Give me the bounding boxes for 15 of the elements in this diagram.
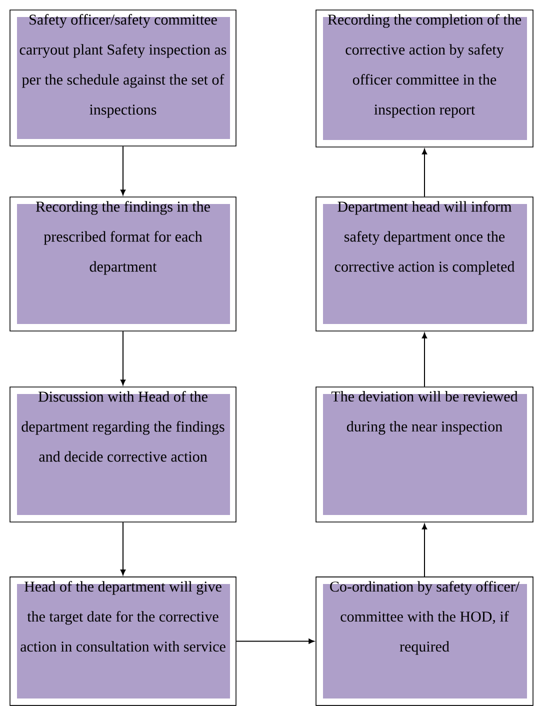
process-box: Safety officer/safety committee carryout plant Safety inspection as per the schedule against the set of inspections (10, 10, 236, 146)
arrow (236, 638, 314, 644)
process-box: Co-ordination by safety officer/ committee with the HOD, if required (316, 576, 534, 706)
process-box: The deviation will be reviewed during the near inspection (316, 386, 534, 522)
process-box: Department head will inform safety department once the corrective action is completed (316, 196, 534, 332)
arrow (120, 330, 126, 386)
arrow (422, 148, 428, 198)
arrow (422, 332, 428, 388)
arrow (120, 146, 126, 196)
arrow (422, 524, 428, 578)
process-box: Discussion with Head of the department regarding the findings and decide corrective action (10, 386, 236, 522)
arrow (120, 522, 126, 576)
process-box: Recording the findings in the prescribed format for each department (10, 196, 236, 332)
process-box: Head of the department will give the target date for the corrective action in consultation with service (10, 576, 236, 706)
process-box: Recording the completion of the corrective action by safety officer committee in the inspection report (316, 10, 534, 148)
